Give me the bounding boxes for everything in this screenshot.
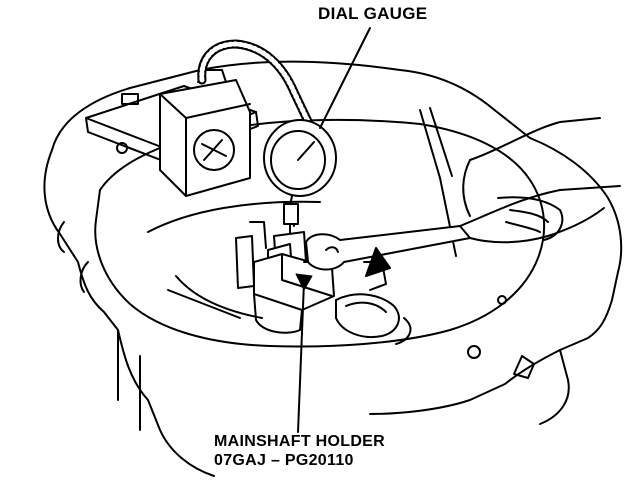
dial-gauge — [263, 119, 337, 237]
transmission-housing — [43, 60, 623, 477]
holder-part-number: 07GAJ – PG20110 — [214, 452, 354, 469]
magnetic-base — [85, 69, 259, 197]
mainshaft-holder-label: MAINSHAFT HOLDER 07GAJ – PG20110 — [214, 432, 385, 470]
flexible-arm — [197, 39, 319, 139]
holder-name: MAINSHAFT HOLDER — [214, 433, 386, 450]
holder-leader — [297, 281, 305, 433]
dial-gauge-label: DIAL GAUGE — [318, 4, 428, 23]
dial-gauge-leader — [319, 27, 371, 129]
wrench-and-hand — [305, 117, 621, 291]
